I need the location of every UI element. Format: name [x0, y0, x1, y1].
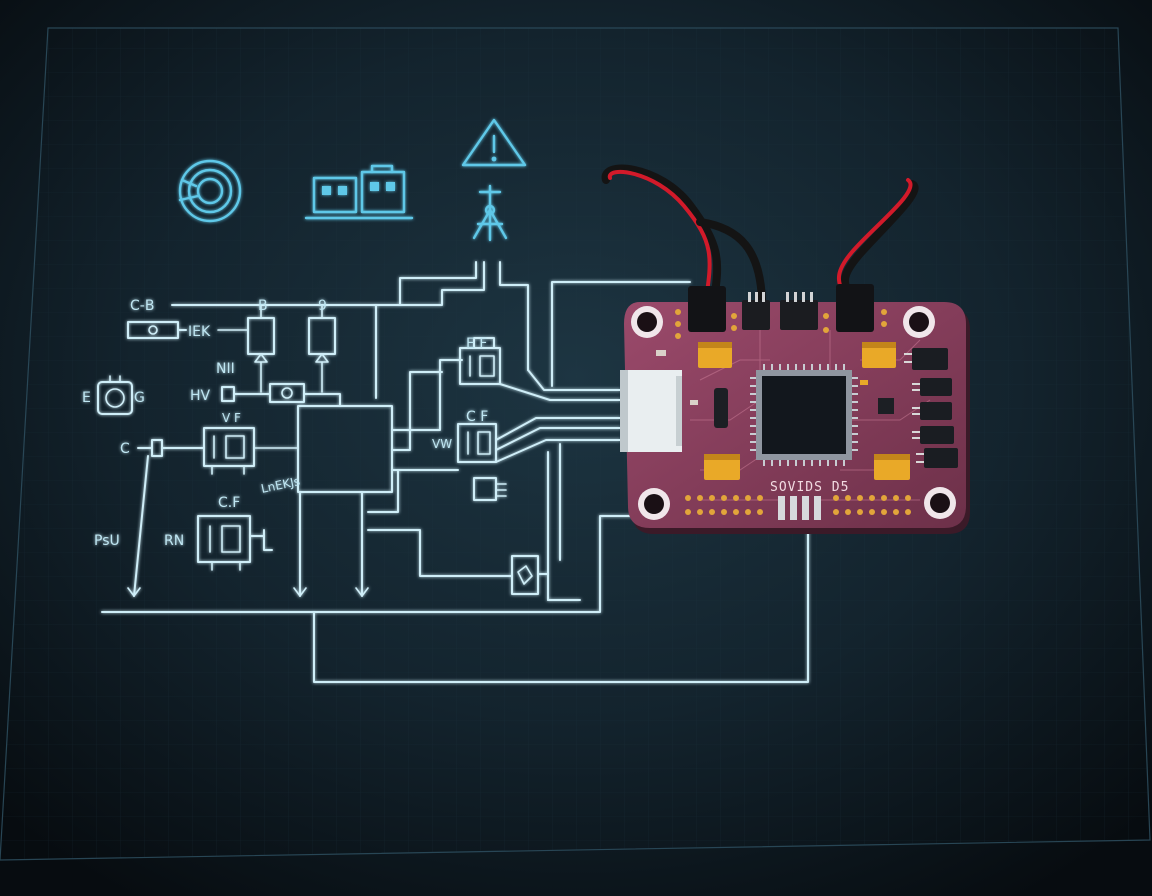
label-cf1: C.F [218, 495, 240, 511]
label-nii: NII [216, 361, 235, 377]
pcb-board: SOVIDS D5 [620, 284, 970, 534]
board-panel [0, 27, 1151, 861]
warning-icon [461, 118, 527, 167]
label-b2: 9 [318, 298, 327, 314]
label-cf2: C F [466, 409, 488, 425]
label-psu: PsU [94, 533, 120, 549]
cf-component [457, 423, 497, 463]
building-icon [304, 164, 414, 220]
label-g: G [134, 390, 145, 406]
bottom-pins [778, 496, 821, 520]
label-e: E [82, 390, 91, 406]
usb-connector [620, 370, 682, 452]
antenna-tower-icon [472, 184, 508, 242]
label-iek: IEK [188, 324, 211, 340]
pin-headers [688, 284, 874, 332]
label-rn: RN [164, 533, 184, 549]
label-b: B [258, 298, 268, 314]
mounting-holes [631, 306, 956, 520]
label-c: C [120, 441, 130, 457]
schematic: C‑B B 9 IEK NII HV E G C V F C.F LnEKJs … [82, 261, 809, 683]
capacitors [698, 342, 910, 480]
pad-holes [675, 309, 911, 515]
label-ef: E F [466, 336, 487, 352]
label-vf: V F [222, 411, 241, 425]
relay-2 [197, 515, 251, 563]
relay-1 [203, 427, 255, 467]
spiral-icon [178, 159, 242, 223]
label-c-b: C‑B [130, 298, 154, 314]
pcb-silkscreen: SOVIDS D5 [770, 480, 849, 495]
microcontroller-chip [750, 364, 858, 466]
transistor-array [904, 348, 958, 468]
label-vv: VW [432, 437, 452, 451]
label-hv: HV [190, 388, 211, 404]
